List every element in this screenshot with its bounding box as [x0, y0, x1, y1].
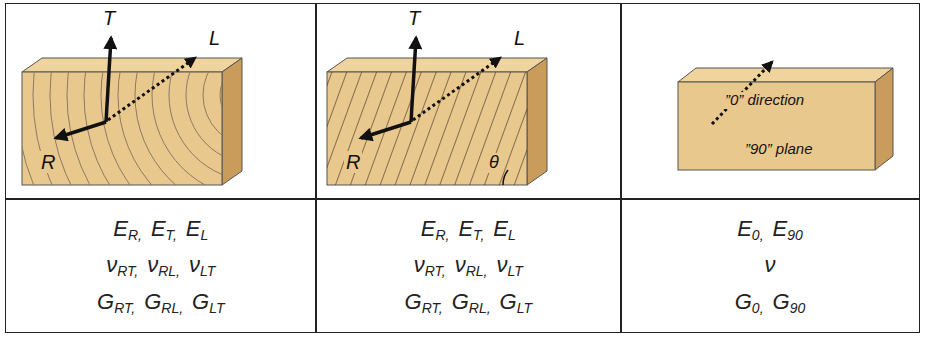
- property-subscript: RT,: [425, 263, 446, 279]
- property-symbol: ν: [497, 252, 508, 277]
- property-line: ν: [765, 247, 776, 283]
- axes-cell: T L R: [5, 3, 317, 200]
- property-subscript: RL,: [158, 263, 180, 279]
- property-subscript: 0,: [752, 300, 764, 316]
- property-line: ER,ET,EL: [113, 211, 208, 247]
- property-symbol: G: [192, 289, 209, 314]
- property-symbol: E: [151, 216, 166, 241]
- property-line: E0,E90: [737, 211, 803, 247]
- property-symbol: ν: [765, 252, 776, 277]
- property-subscript: R,: [435, 227, 449, 243]
- property-list: ER,ET,ELνRT,νRL,νLTGRT,GRL,GLT: [6, 199, 316, 332]
- property-symbol: ν: [189, 252, 200, 277]
- property-symbol: G: [405, 289, 422, 314]
- property-symbol: G: [500, 289, 517, 314]
- property-symbol: ν: [455, 252, 466, 277]
- property-subscript: T,: [473, 227, 484, 243]
- property-symbol: G: [452, 289, 469, 314]
- property-subscript: 90: [790, 300, 806, 316]
- property-subscript: RT,: [117, 263, 138, 279]
- property-subscript: R,: [128, 227, 142, 243]
- property-symbol: ν: [414, 252, 425, 277]
- property-subscript: 0,: [752, 227, 764, 243]
- property-cell: E0,E90νG0,G90: [620, 198, 920, 333]
- axis-label: θ: [487, 153, 501, 173]
- property-symbol: E: [113, 216, 128, 241]
- property-subscript: LT: [517, 300, 532, 316]
- property-subscript: RT,: [422, 300, 443, 316]
- axis-label: L: [512, 27, 527, 49]
- property-cell: ER,ET,ELνRT,νRL,νLTGRT,GRL,GLT: [315, 198, 622, 333]
- property-subscript: LT: [508, 263, 523, 279]
- principal-cell: ”0” direction ”90” plane: [620, 3, 920, 200]
- property-subscript: LT: [200, 263, 215, 279]
- property-subscript: T,: [166, 227, 177, 243]
- property-line: νRT,νRL,νLT: [106, 247, 215, 283]
- axis-label: L: [207, 27, 222, 49]
- axes-cell: T L Rθ: [315, 3, 622, 200]
- property-subscript: RL,: [161, 300, 183, 316]
- property-subscript: RT,: [114, 300, 135, 316]
- annual-rings: [22, 72, 222, 185]
- property-subscript: L: [508, 227, 516, 243]
- property-symbol: E: [773, 216, 788, 241]
- property-line: G0,G90: [735, 284, 806, 320]
- property-subscript: L: [200, 227, 208, 243]
- property-symbol: G: [735, 289, 752, 314]
- property-subscript: RL,: [469, 300, 491, 316]
- property-subscript: LT: [209, 300, 224, 316]
- property-line: ER,ET,EL: [421, 211, 516, 247]
- property-cell: ER,ET,ELνRT,νRL,νLTGRT,GRL,GLT: [5, 198, 317, 333]
- property-list: E0,E90νG0,G90: [621, 199, 919, 332]
- property-subscript: 90: [787, 227, 803, 243]
- property-symbol: ν: [106, 252, 117, 277]
- property-symbol: E: [458, 216, 473, 241]
- property-line: GRT,GRL,GLT: [405, 284, 533, 320]
- property-symbol: E: [493, 216, 508, 241]
- wood-block-angled-grain: [327, 38, 547, 185]
- property-line: GRT,GRL,GLT: [97, 284, 225, 320]
- axis-label: R: [344, 151, 362, 173]
- property-list: ER,ET,ELνRT,νRL,νLTGRT,GRL,GLT: [316, 199, 621, 332]
- property-symbol: E: [421, 216, 436, 241]
- axis-label: T: [101, 7, 117, 29]
- property-symbol: G: [144, 289, 161, 314]
- property-line: νRT,νRL,νLT: [414, 247, 523, 283]
- orientation-label: ”0” direction: [723, 92, 806, 109]
- property-symbol: ν: [147, 252, 158, 277]
- orientation-label: ”90” plane: [743, 141, 815, 158]
- property-symbol: G: [97, 289, 114, 314]
- property-symbol: E: [186, 216, 201, 241]
- property-symbol: G: [773, 289, 790, 314]
- axis-label: R: [39, 151, 57, 173]
- wood-block-plain: [678, 62, 893, 170]
- property-subscript: RL,: [466, 263, 488, 279]
- axis-label: T: [406, 7, 422, 29]
- property-symbol: E: [737, 216, 752, 241]
